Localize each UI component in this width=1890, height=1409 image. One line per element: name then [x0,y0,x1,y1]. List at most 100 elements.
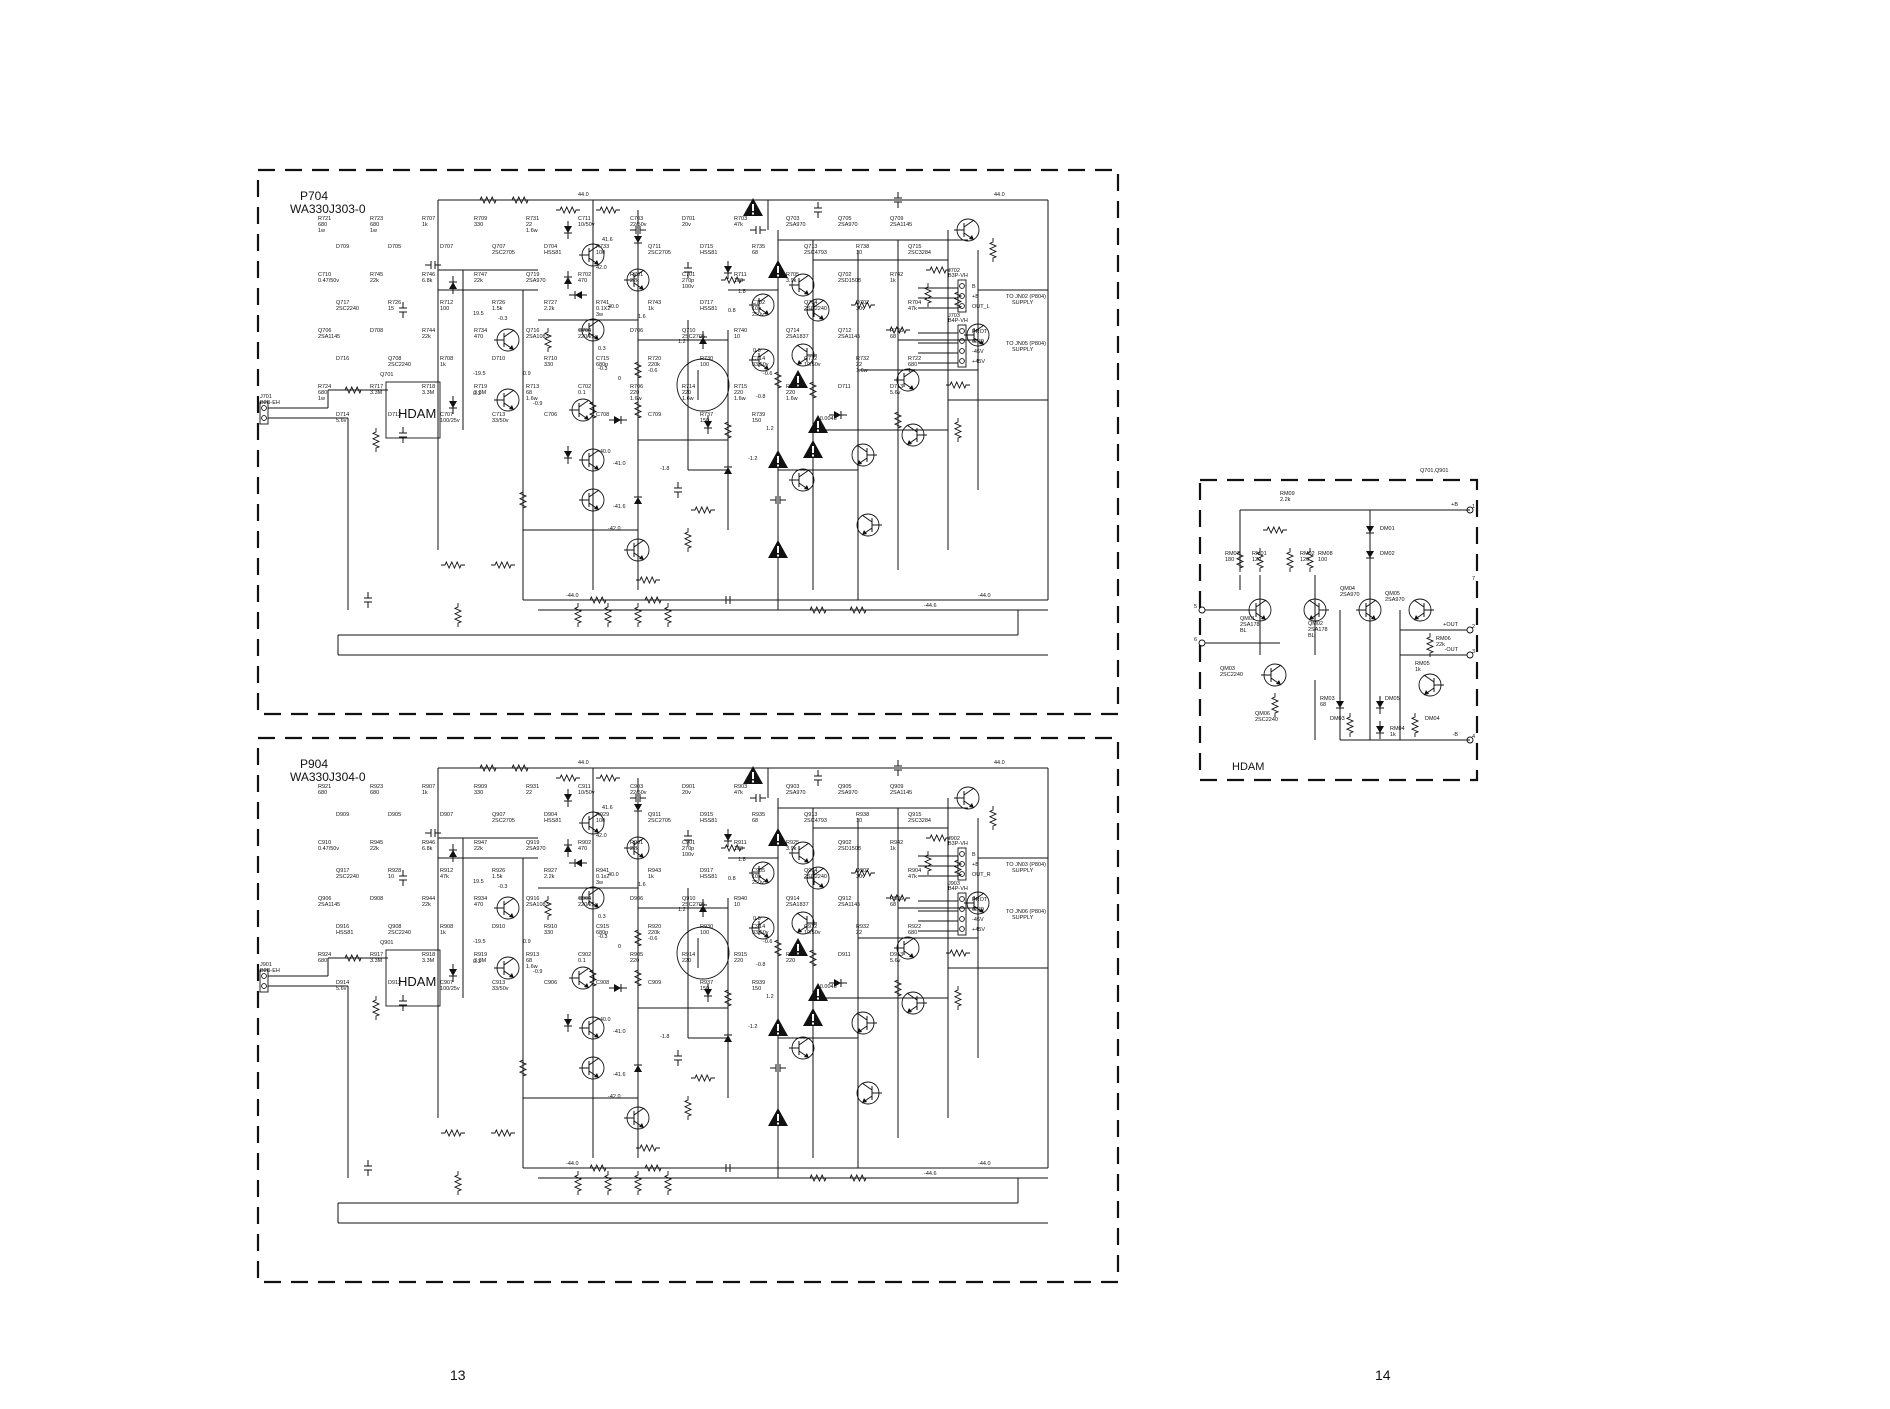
resistor [1305,548,1315,572]
part-value: 470 [474,334,483,340]
resistor [953,418,963,442]
emitter-arrow [1414,615,1419,620]
resistor [1270,693,1280,717]
part-value: 33/50v [492,986,509,992]
part-ref: QM06 [1255,711,1270,717]
wire [633,1107,645,1116]
resistor-body [453,1171,463,1195]
capacitor [674,1050,682,1066]
resistor-body [586,595,610,605]
part-ref: Q706 [318,328,331,334]
part-ref: C907 [440,980,453,986]
connector-body [957,892,967,936]
part-value: 0.47/50v [318,278,339,284]
resistor-body [683,528,693,552]
transistor [1356,598,1382,622]
emitter-arrow [764,878,769,883]
wire [973,324,985,333]
diode-arrow [834,979,841,987]
part-ref: D707 [440,244,453,250]
part-ref: RM05 [1415,661,1430,667]
resistor [723,418,733,442]
resistor-body [1235,548,1245,572]
hdam-outline [1198,478,1479,782]
warning-bar [777,1024,779,1031]
part-ref: R942 [890,840,903,846]
node-voltage: -0.9 [533,969,542,975]
part-value: 100v [682,284,694,290]
resistor-body [926,265,950,275]
resistor-body [556,205,580,215]
part-ref: R741 [596,300,609,306]
part-ref: Q916 [526,896,539,902]
board-part: WA330J303-0 [290,202,366,216]
diode [724,1029,732,1047]
part-ref: C701 [682,272,695,278]
connector-a-supply: SUPPLY [1012,300,1034,306]
warning-dot [777,842,779,845]
part-value: 1.5k [492,874,503,880]
emitter-arrow [594,1073,599,1078]
part-value: 150 [700,418,709,424]
emitter-arrow [594,335,599,340]
part-label: D908 [370,896,383,902]
capacitor [770,1064,786,1072]
capacitor [750,226,766,234]
part-ref: R931 [526,784,539,790]
warning-bar [777,266,779,273]
part-ref: Q707 [492,244,505,250]
part-value: 2SC2705 [492,250,515,256]
connector-a-dest: TO JN02 (P804) [1006,294,1046,300]
part-value: 100 [700,930,709,936]
emitter-arrow [1371,615,1376,620]
resistor-body [851,868,875,878]
part-value: 2SA970 [786,222,806,228]
resistor-body [946,380,970,390]
part-value: 22k [422,902,431,908]
part-value: 1w [370,228,377,234]
part-ref: R719 [474,384,487,390]
part-value: 2SA970 [526,846,546,852]
part-value: 1w [318,228,325,234]
node-voltage: 1.6 [638,882,646,888]
node-voltage: 0.6 [753,916,761,922]
part-value: 2SC2240 [388,362,411,368]
part-value: 10/50v [578,790,595,796]
power-transistor [676,358,730,412]
transistor [856,513,882,537]
part-value: 330 [474,790,483,796]
part-ref: R903 [734,784,747,790]
emitter-arrow [862,530,867,535]
wire [633,837,645,846]
connector-pin [959,358,965,364]
diode [724,261,732,279]
part-value: 20v [682,790,691,796]
resistor-body [923,283,933,307]
part-ref: Q919 [526,840,539,846]
connector-pin [959,861,965,867]
hdam-pin-label: +OUT [1443,622,1458,628]
part-ref: R722 [908,356,921,362]
part-value: 3w [596,312,603,318]
